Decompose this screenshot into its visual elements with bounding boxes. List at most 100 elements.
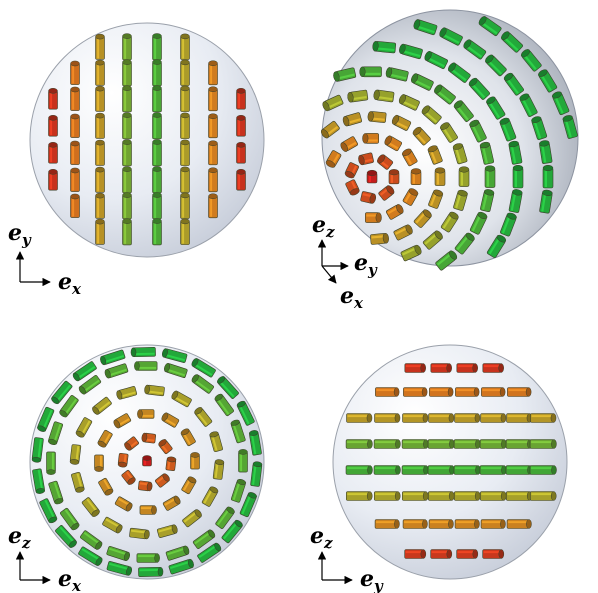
rod [48,115,58,137]
rod-field [48,33,246,246]
rod [171,390,192,408]
rod [100,349,126,366]
rod [122,218,132,246]
axis-indicator-3d: ez ey ex [312,212,378,312]
rod [427,145,443,165]
rod [439,27,463,46]
rod [113,413,132,429]
rod [519,93,538,117]
rod [373,89,395,103]
rod [322,94,344,112]
rod [122,139,132,167]
rod [104,363,129,379]
rod [529,439,557,449]
rod [122,166,132,194]
rod [122,33,132,61]
rod [98,477,114,496]
axis-label-ey: ey [360,566,384,593]
rod [208,60,218,86]
rod [402,519,428,529]
rod [340,136,358,152]
rod [221,519,243,544]
rod [165,456,177,472]
rod [374,519,400,529]
rod [359,66,382,78]
rod [230,419,246,444]
rod [562,115,578,139]
rod [456,549,479,559]
rod [430,549,453,559]
rod [520,49,542,72]
rod [374,413,401,423]
rod [538,69,558,93]
rod [454,232,475,255]
rod [152,59,162,87]
rod [236,169,246,191]
panel-view-x: ez ey [310,344,568,593]
rod [75,417,93,438]
rod [505,465,533,475]
rod [412,126,431,146]
sphere-disk [332,344,568,580]
rod [78,375,102,395]
rod [152,166,162,194]
rod [346,413,373,423]
rod [434,167,446,186]
rod [454,491,481,501]
rod [468,77,490,100]
rod [385,67,409,82]
rod [530,413,557,423]
rod [137,409,155,419]
rod [51,380,73,405]
rod [48,480,64,505]
rod [144,384,165,397]
rod [404,549,427,559]
rod [208,86,218,112]
axis-label-ex: ex [58,269,82,298]
rod [429,387,454,397]
rod [413,19,438,36]
rod [482,549,505,559]
rod [168,558,194,575]
rod [208,113,218,139]
rod [70,140,80,165]
rod [428,519,454,529]
rod [448,62,471,83]
rod [325,150,342,168]
rod [345,179,360,196]
rod [95,59,105,86]
rod [162,495,181,511]
panel-view-y: ez ex [8,344,265,593]
rod [180,59,190,86]
rod [539,140,553,164]
rod [236,142,246,164]
rod [506,519,532,529]
rod [142,455,152,467]
rod [94,454,104,472]
rod [539,189,553,214]
rod [428,413,455,423]
rod [456,363,478,373]
rod [531,116,548,140]
rod [401,148,418,167]
rod [60,507,80,531]
rod [427,465,455,475]
rod [377,154,393,170]
rod [180,85,190,112]
rod [212,459,225,480]
axis-label-ex: ex [58,566,82,593]
rod [480,189,495,212]
rod [181,476,197,495]
rod [486,234,507,258]
rod [32,468,46,494]
rod [400,244,422,262]
rod [500,212,517,237]
rod [48,88,58,110]
rod [95,139,105,166]
rod [506,413,533,423]
rod [435,250,458,271]
rod [410,168,422,185]
rod [70,193,80,218]
rod [480,519,506,529]
